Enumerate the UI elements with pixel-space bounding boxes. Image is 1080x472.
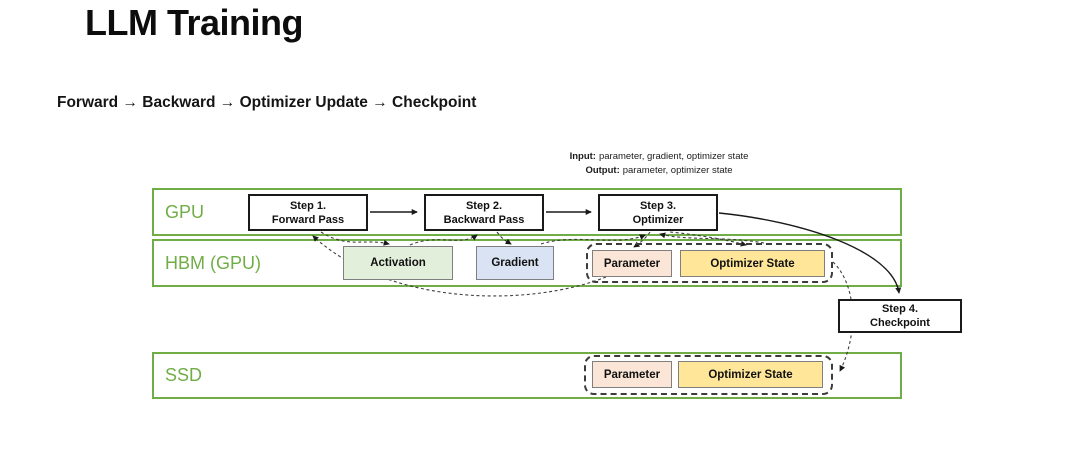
step1-number: Step 1. <box>289 199 327 212</box>
io-input-line: Input:parameter, gradient, optimizer sta… <box>538 150 780 164</box>
io-input-text: parameter, gradient, optimizer state <box>598 151 749 162</box>
step4-label: Checkpoint <box>870 317 930 329</box>
parameter-optimizer-state-group-hbm <box>586 243 833 283</box>
optimizer-io-note: Input:parameter, gradient, optimizer sta… <box>538 150 780 177</box>
activation-label: Activation <box>370 257 426 269</box>
lane-gpu: GPU <box>152 188 902 236</box>
step3-optimizer-box: Step 3. Optimizer <box>598 194 718 231</box>
step2-backward-pass-box: Step 2. Backward Pass <box>424 194 544 231</box>
step3-number: Step 3. <box>639 199 677 212</box>
optimizer-state-box-hbm: Optimizer State <box>680 250 825 277</box>
io-output-label: Output: <box>585 164 620 176</box>
io-input-label: Input: <box>569 151 596 162</box>
parameter-label: Parameter <box>603 368 661 381</box>
optimizer-state-box-ssd: Optimizer State <box>678 361 823 388</box>
page-title: LLM Training <box>85 2 303 43</box>
step4-checkpoint-box: Step 4. Checkpoint <box>838 299 962 333</box>
io-output-line: Output:parameter, optimizer state <box>538 164 780 178</box>
pipeline-subtitle: Forward → Backward → Optimizer Update → … <box>57 94 477 111</box>
step2-label: Backward Pass <box>443 213 525 226</box>
step1-forward-pass-box: Step 1. Forward Pass <box>248 194 368 231</box>
gradient-label: Gradient <box>491 257 539 269</box>
parameter-box-hbm: Parameter <box>592 250 672 277</box>
parameter-box-ssd: Parameter <box>592 361 672 388</box>
parameter-optimizer-state-group-ssd <box>584 355 833 395</box>
step1-label: Forward Pass <box>271 213 345 226</box>
step2-number: Step 2. <box>465 199 503 212</box>
optimizer-state-label: Optimizer State <box>708 368 793 381</box>
lane-ssd: SSD <box>152 352 902 399</box>
lane-ssd-label: SSD <box>165 365 203 385</box>
io-output-text: parameter, optimizer state <box>622 164 733 176</box>
parameter-label: Parameter <box>603 257 661 270</box>
lane-hbm-label: HBM (GPU) <box>165 252 261 273</box>
gradient-box-hbm: Gradient <box>476 246 554 280</box>
optimizer-state-label: Optimizer State <box>710 257 795 270</box>
activation-box-hbm: Activation <box>343 246 453 280</box>
step4-number: Step 4. <box>881 303 919 315</box>
step3-label: Optimizer <box>632 213 684 226</box>
lane-gpu-label: GPU <box>165 201 205 222</box>
